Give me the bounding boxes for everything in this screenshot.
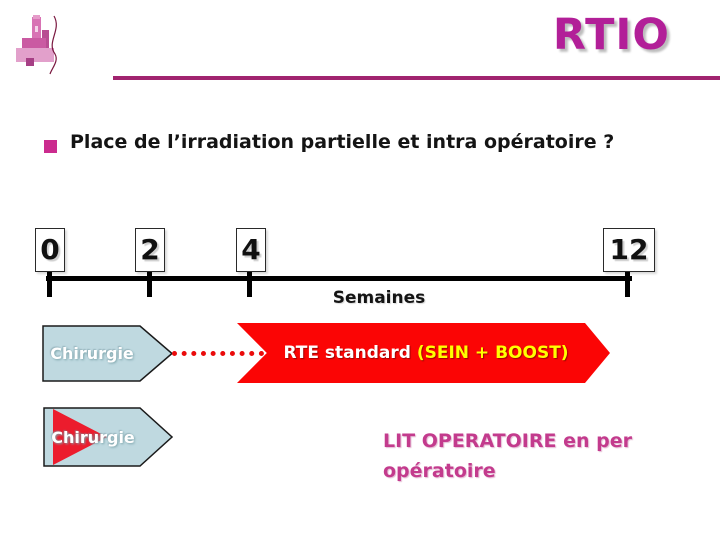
red-triangle-icon [53,409,107,465]
timeline-axis [46,276,632,281]
timeline-tick-0 [47,261,52,297]
clinic-logo [16,15,57,75]
timeline-axis-label: Semaines [332,288,426,308]
lit-operatoire-line2: opératoire [383,460,496,482]
bullet-square-icon [44,140,57,153]
chirurgie-arrow-2 [43,407,173,467]
lit-operatoire-note: LIT OPERATOIRE en per opératoire [383,426,632,486]
chirurgie-arrow-1 [42,325,173,382]
rte-standard-text: RTE standard (SEIN + BOOST) [267,323,585,383]
timeline-tick-2 [147,261,152,297]
rte-standard-text-yellow: (SEIN + BOOST) [416,343,569,363]
dotted-connector [172,351,264,356]
rte-standard-text-white: RTE standard [283,343,417,363]
chirurgie-label-1: Chirurgie [50,344,134,363]
slide-heading: Place de l’irradiation partielle et intr… [70,131,615,153]
chirurgie-label-2: Chirurgie [51,428,135,447]
timeline-marker-2: 2 [135,228,165,272]
timeline-marker-0: 0 [35,228,65,272]
lit-operatoire-line1: LIT OPERATOIRE en per [383,430,632,452]
rte-standard-banner: RTE standard (SEIN + BOOST) [237,323,610,383]
timeline-marker-12: 12 [603,228,655,272]
timeline-tick-4 [247,261,252,297]
timeline-marker-4: 4 [236,228,266,272]
slide-title: RTIO [552,10,670,60]
timeline-tick-12 [625,261,630,297]
header-rule [113,76,720,80]
